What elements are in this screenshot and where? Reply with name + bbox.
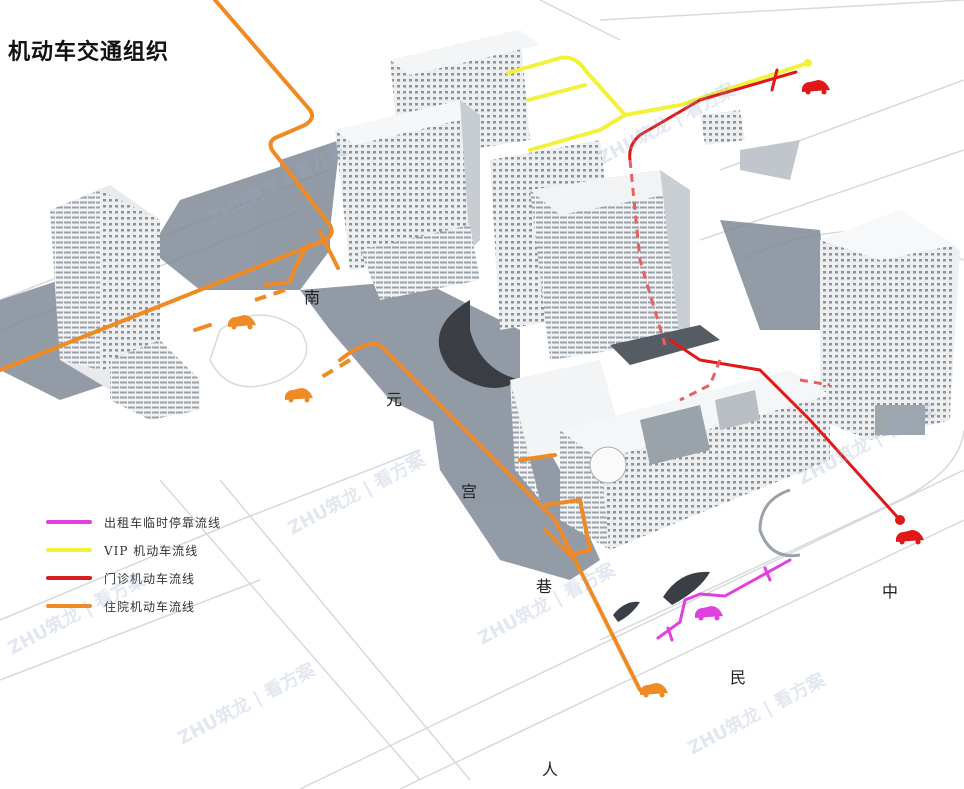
car-icon-inpatient-3 <box>640 683 668 698</box>
curved-canopy <box>438 300 520 388</box>
car-icon-outpatient-2 <box>896 530 924 545</box>
outpatient-podium <box>510 325 830 550</box>
car-icon-inpatient <box>285 388 313 403</box>
outpatient-route-dashed <box>628 159 831 402</box>
legend-swatch-vip <box>46 548 92 552</box>
legend: 出租车临时停靠流线 VIP 机动车流线 门诊机动车流线 住院机动车流线 <box>46 508 221 620</box>
entrance-canopies <box>613 571 710 622</box>
street-label-gong: 宫 <box>461 482 478 501</box>
annex-building <box>700 110 800 180</box>
legend-item-taxi: 出租车临时停靠流线 <box>46 508 221 536</box>
legend-swatch-outpatient <box>46 576 92 580</box>
legend-label: 住院机动车流线 <box>104 599 196 614</box>
street-label-zhong: 中 <box>882 582 899 601</box>
legend-label: 出租车临时停靠流线 <box>104 515 222 530</box>
vip-route-endpoint <box>804 59 812 67</box>
inpatient-route-dashed <box>254 288 352 380</box>
legend-label: 门诊机动车流线 <box>104 571 196 586</box>
legend-item-vip: VIP 机动车流线 <box>46 536 221 564</box>
legend-item-outpatient: 门诊机动车流线 <box>46 564 221 592</box>
vip-route <box>506 55 810 152</box>
car-icon-inpatient-2 <box>228 315 256 330</box>
legend-label: VIP 机动车流线 <box>104 543 199 558</box>
inpatient-route <box>0 0 642 692</box>
car-icon-outpatient <box>802 80 830 95</box>
taxi-route <box>656 558 792 642</box>
street-label-xiang: 巷 <box>536 577 553 596</box>
legend-swatch-inpatient <box>46 604 92 608</box>
right-tower <box>820 210 960 440</box>
outpatient-route <box>628 68 902 522</box>
outpatient-route-endpoint <box>895 515 905 525</box>
legend-swatch-taxi <box>46 520 92 524</box>
street-label-ren: 人 <box>542 760 559 779</box>
street-label-yuan: 元 <box>386 390 403 409</box>
street-label-nan: 南 <box>304 288 321 307</box>
legend-item-inpatient: 住院机动车流线 <box>46 592 221 620</box>
page-title: 机动车交通组织 <box>8 40 170 65</box>
central-towers <box>335 30 690 360</box>
street-label-min: 民 <box>730 668 747 687</box>
car-icon-taxi <box>695 606 723 621</box>
